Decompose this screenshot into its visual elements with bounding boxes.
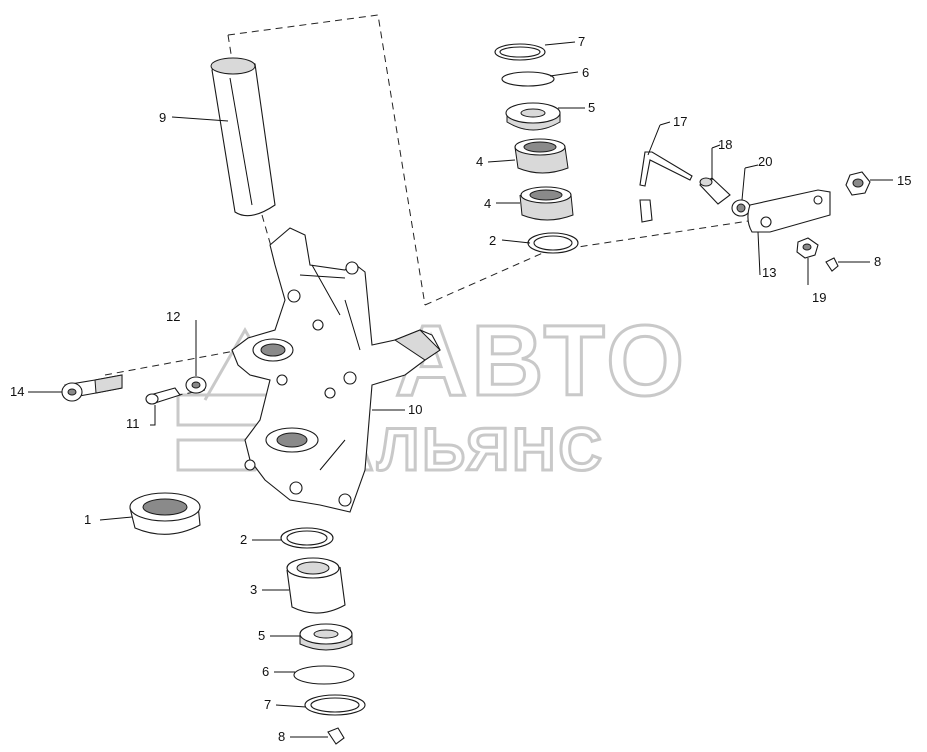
part-2-washer-upper <box>527 232 579 254</box>
callout-labels: 7 6 5 4 4 2 9 17 18 20 15 13 8 19 12 14 … <box>10 34 911 744</box>
part-6-o-ring-lower <box>293 665 355 685</box>
callout-19: 19 <box>812 290 826 305</box>
callout-2-upper: 2 <box>489 233 496 248</box>
watermark-line-1: АВТО <box>395 305 688 417</box>
part-14-bolt <box>61 374 123 402</box>
part-18-grease-fitting <box>639 177 731 223</box>
part-17-hex-key <box>639 151 693 187</box>
part-5-cap-lower <box>299 623 353 651</box>
callout-6-upper: 6 <box>582 65 589 80</box>
callout-2-lower: 2 <box>240 532 247 547</box>
callout-8-bottom: 8 <box>278 729 285 744</box>
callout-12: 12 <box>166 309 180 324</box>
callout-5-lower: 5 <box>258 628 265 643</box>
part-4-bearing-a <box>514 138 569 174</box>
part-4-bearing-b <box>519 186 574 221</box>
part-7-circlip-lower <box>304 694 366 716</box>
part-6-o-ring-upper <box>501 71 555 87</box>
part-9-king-pin <box>210 57 276 217</box>
part-15-nut <box>845 171 871 196</box>
callout-20: 20 <box>758 154 772 169</box>
callout-14: 14 <box>10 384 24 399</box>
watermark-line-2: АЛЬЯНС <box>330 416 605 483</box>
part-2-washer-lower <box>280 527 334 549</box>
part-11-screw <box>145 387 181 405</box>
callout-1: 1 <box>84 512 91 527</box>
part-7-circlip-upper <box>494 43 546 61</box>
callout-17: 17 <box>673 114 687 129</box>
callout-7-lower: 7 <box>264 697 271 712</box>
callout-6-lower: 6 <box>262 664 269 679</box>
callout-10: 10 <box>408 402 422 417</box>
part-5-cap-upper <box>505 102 561 131</box>
callout-leaders <box>28 41 893 738</box>
callout-15: 15 <box>897 173 911 188</box>
callout-5-upper: 5 <box>588 100 595 115</box>
part-19-bolt <box>796 237 819 259</box>
callout-11: 11 <box>126 416 140 431</box>
callout-13: 13 <box>762 265 776 280</box>
watermark: АВТО АЛЬЯНС <box>176 304 688 485</box>
callout-8-right: 8 <box>874 254 881 269</box>
callout-7-upper: 7 <box>578 34 585 49</box>
callout-4-a: 4 <box>476 154 483 169</box>
part-1-bearing-ring <box>129 492 201 535</box>
callout-4-b: 4 <box>484 196 491 211</box>
part-20-nut <box>731 199 751 217</box>
part-10-steering-knuckle <box>231 227 441 513</box>
callout-18: 18 <box>718 137 732 152</box>
part-3-bushing <box>286 557 346 614</box>
part-12-nut <box>185 376 207 394</box>
callout-9: 9 <box>159 110 166 125</box>
part-8-screw-bottom <box>327 727 345 745</box>
part-13-lever-plate <box>747 189 831 233</box>
part-8-screw-right <box>825 257 839 272</box>
callout-3: 3 <box>250 582 257 597</box>
